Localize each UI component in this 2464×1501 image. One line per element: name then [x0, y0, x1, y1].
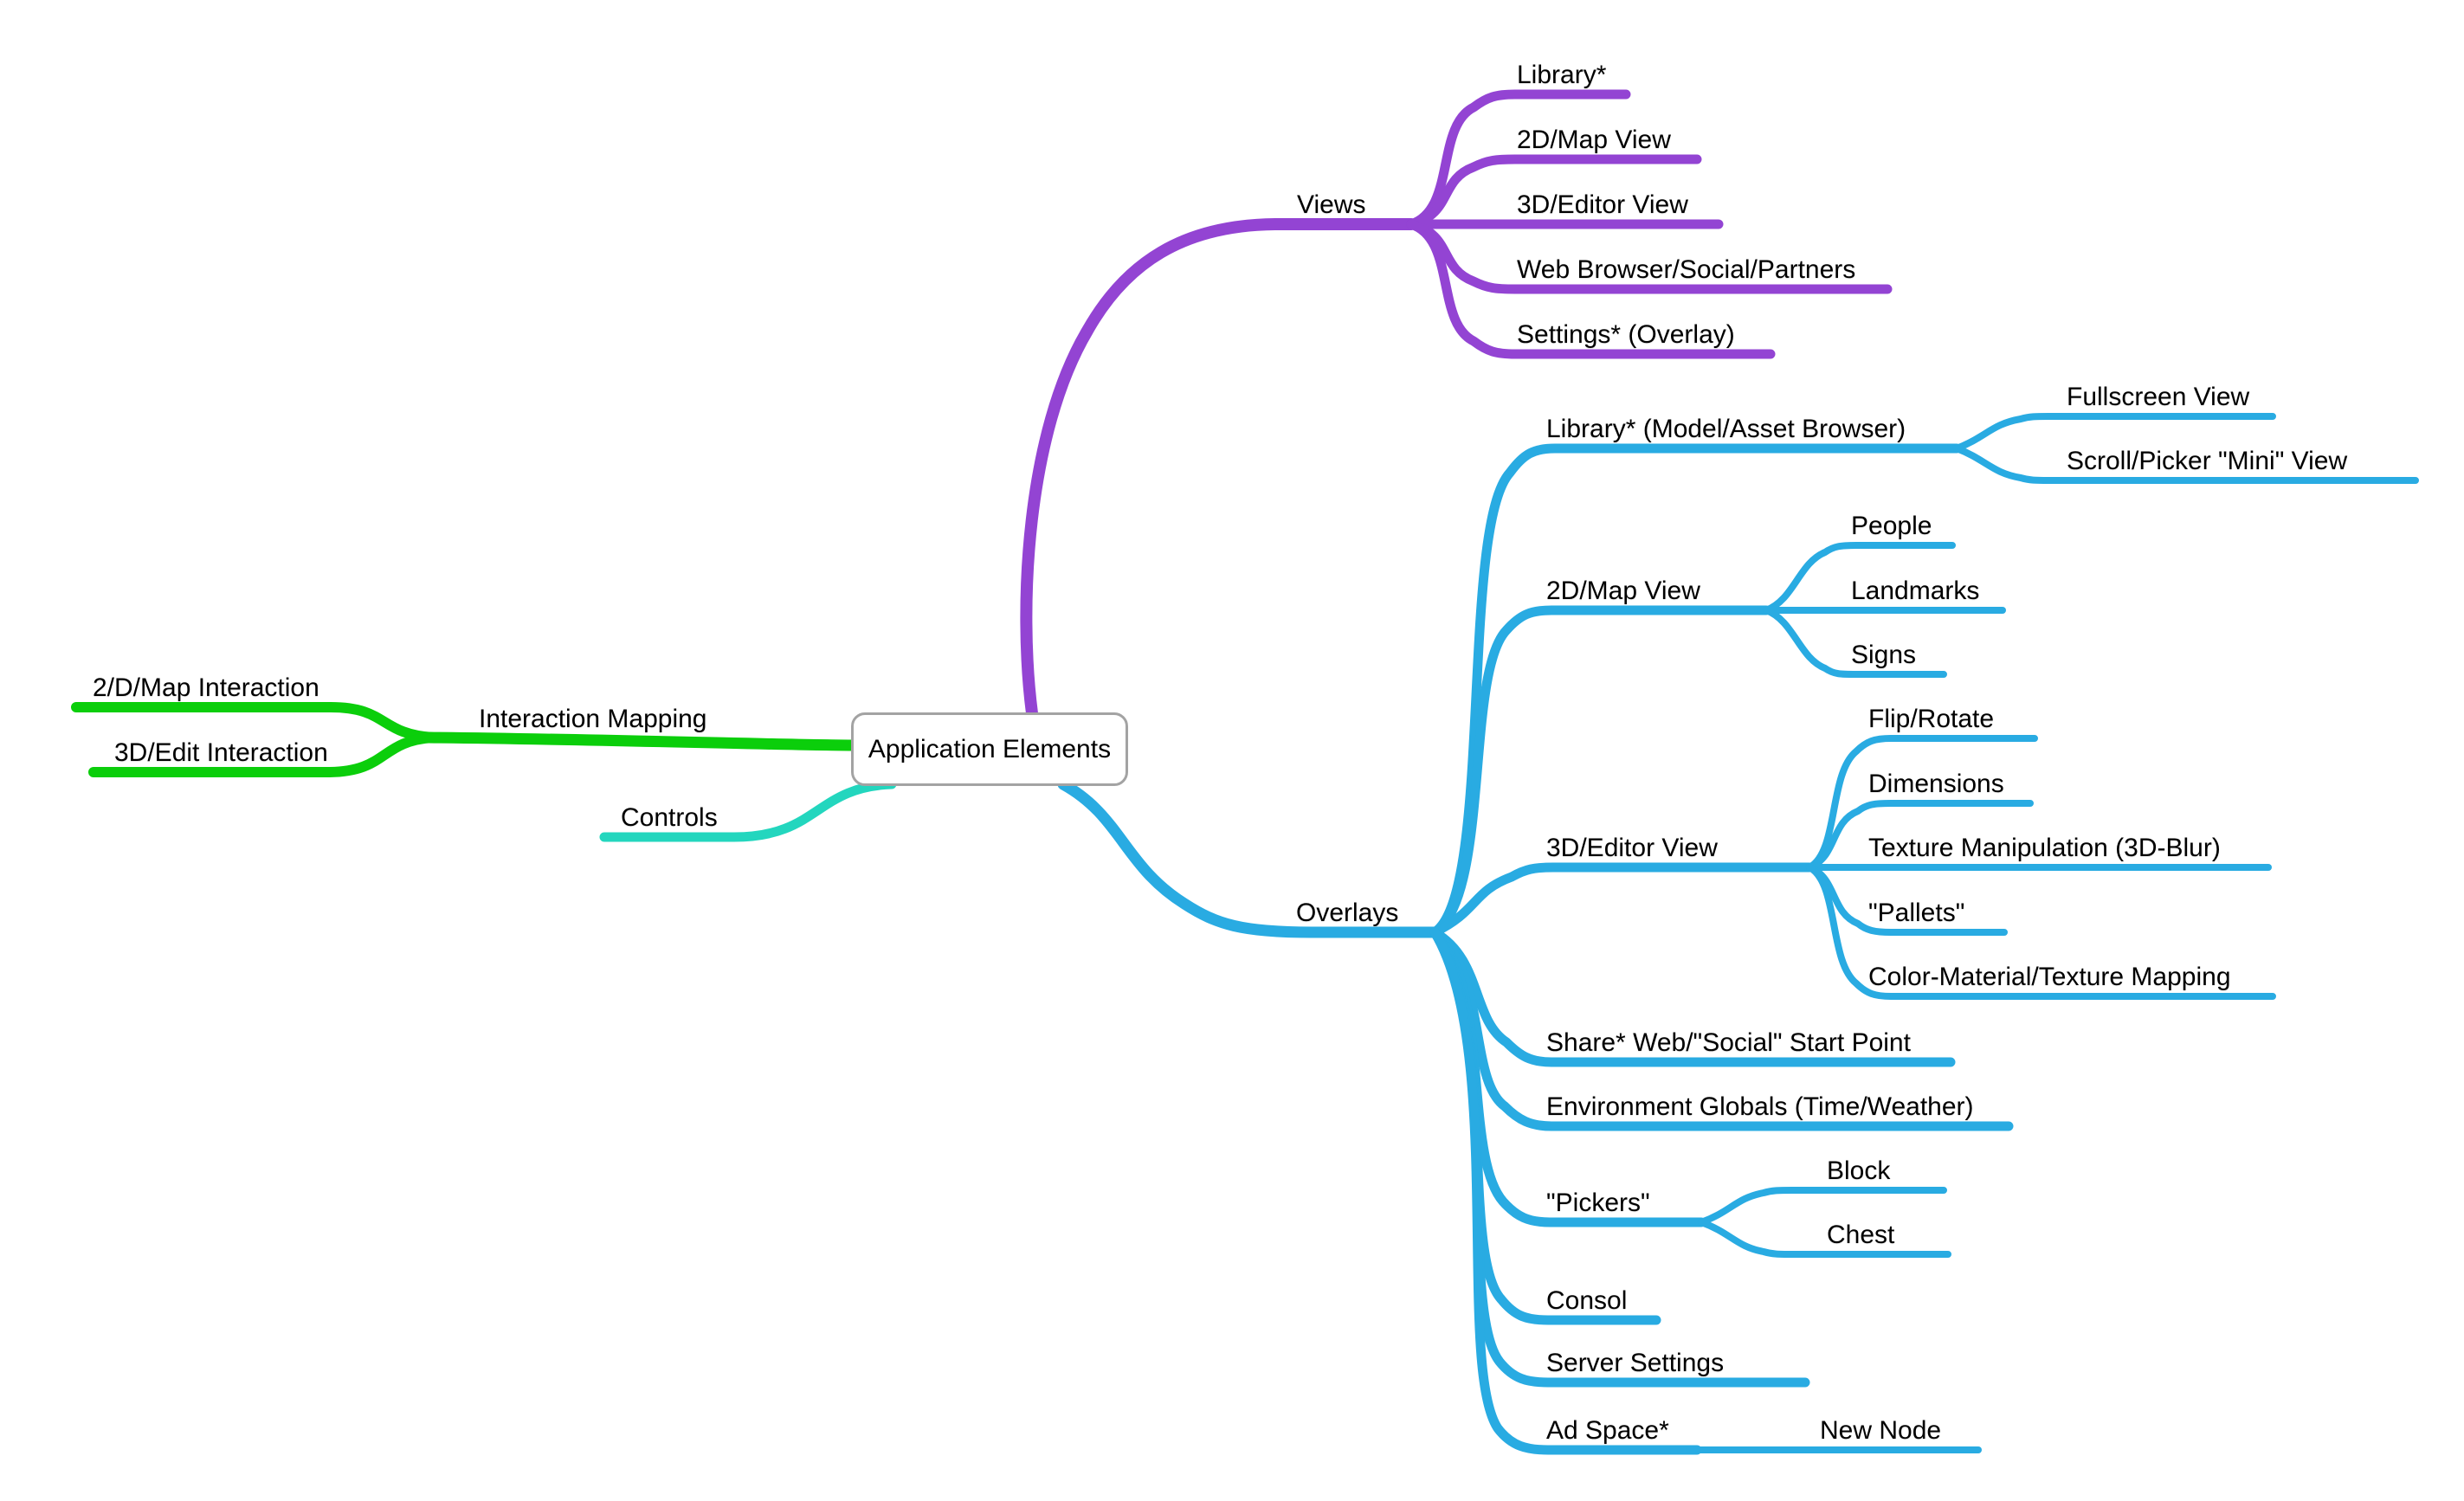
node-label-ov-2d-map-view[interactable]: 2D/Map View [1546, 577, 1700, 605]
branch-line-views-library[interactable] [1406, 89, 1631, 229]
node-label-ov-people[interactable]: People [1851, 512, 1932, 540]
branch-line-ov-2d-map-view[interactable] [1429, 605, 1771, 937]
node-label-ov-color-material[interactable]: Color-Material/Texture Mapping [1868, 963, 2231, 991]
node-label-controls[interactable]: Controls [621, 803, 718, 832]
branch-line-ov-color-material[interactable] [1806, 864, 2276, 1000]
branch-line-ov-library-scroll-picker[interactable] [1953, 445, 2419, 484]
node-label-views-web-browser[interactable]: Web Browser/Social/Partners [1517, 255, 1856, 284]
node-label-ov-environment-globals[interactable]: Environment Globals (Time/Weather) [1546, 1092, 1974, 1121]
branch-line-ov-flip-rotate[interactable] [1806, 735, 2038, 871]
node-label-ov-scroll-picker-mini-view[interactable]: Scroll/Picker "Mini" View [2067, 447, 2348, 475]
branch-line-ov-dimensions[interactable] [1806, 800, 2034, 871]
node-label-ov-flip-rotate[interactable]: Flip/Rotate [1868, 705, 1995, 733]
branch-line-ov-people[interactable] [1763, 542, 1956, 614]
node-label-2d-map-interaction[interactable]: 2/D/Map Interaction [93, 673, 319, 702]
branch-line-ov-ad-space[interactable] [1429, 927, 1702, 1455]
node-label-ov-pallets[interactable]: "Pallets" [1868, 899, 1965, 927]
node-label-ov-dimensions[interactable]: Dimensions [1868, 770, 2004, 798]
node-label-ov-new-node[interactable]: New Node [1820, 1416, 1942, 1445]
node-label-ov-texture-manipulation[interactable]: Texture Manipulation (3D-Blur) [1868, 834, 2221, 862]
node-label-views[interactable]: Views [1297, 190, 1366, 219]
node-label-ov-signs[interactable]: Signs [1851, 641, 1917, 669]
branch-line-ov-chest[interactable] [1698, 1219, 1951, 1258]
branch-line-ov-block[interactable] [1698, 1187, 1947, 1226]
node-label-views-library[interactable]: Library* [1517, 61, 1607, 89]
node-label-ov-server-settings[interactable]: Server Settings [1546, 1349, 1725, 1377]
node-label-views-3d-editor-view[interactable]: 3D/Editor View [1517, 190, 1688, 219]
branch-line-2d-map-interaction[interactable] [71, 702, 438, 743]
branch-line-ov-signs[interactable] [1763, 607, 1947, 678]
node-label-views-2d-map-view[interactable]: 2D/Map View [1517, 126, 1671, 154]
node-label-views-settings[interactable]: Settings* (Overlay) [1517, 320, 1735, 349]
node-label-ov-ad-space[interactable]: Ad Space* [1546, 1416, 1669, 1445]
branch-line-views-2d-map-view[interactable] [1406, 154, 1702, 229]
node-label-ov-block[interactable]: Block [1827, 1156, 1891, 1185]
node-label-ov-share[interactable]: Share* Web/"Social" Start Point [1546, 1028, 1911, 1057]
node-label-ov-3d-editor-view[interactable]: 3D/Editor View [1546, 834, 1718, 862]
node-label-interaction-mapping[interactable]: Interaction Mapping [479, 705, 707, 733]
branch-line-overlays-trunk[interactable] [1057, 778, 1441, 938]
node-label-ov-pickers[interactable]: "Pickers" [1546, 1189, 1650, 1217]
branch-line-3d-edit-interaction[interactable] [88, 732, 438, 777]
branch-line-ov-library-fullscreen[interactable] [1953, 413, 2276, 452]
node-label-overlays[interactable]: Overlays [1296, 899, 1399, 927]
branch-line-controls[interactable] [599, 779, 897, 842]
branch-line-interaction-mapping[interactable] [422, 731, 857, 751]
central-node-label: Application Elements [868, 734, 1112, 763]
branch-line-ov-pallets[interactable] [1806, 864, 2008, 936]
node-label-ov-fullscreen-view[interactable]: Fullscreen View [2067, 383, 2250, 411]
central-node[interactable]: Application Elements [851, 712, 1128, 786]
node-label-ov-chest[interactable]: Chest [1827, 1221, 1895, 1249]
node-label-ov-landmarks[interactable]: Landmarks [1851, 577, 1980, 605]
branch-line-views-settings[interactable] [1406, 219, 1776, 359]
branch-line-ov-3d-editor-view[interactable] [1429, 862, 1815, 937]
node-label-ov-library[interactable]: Library* (Model/Asset Browser) [1546, 415, 1906, 443]
node-label-3d-edit-interaction[interactable]: 3D/Edit Interaction [114, 738, 328, 767]
node-label-ov-consol[interactable]: Consol [1546, 1286, 1628, 1315]
branch-line-views-trunk[interactable] [1020, 218, 1417, 719]
